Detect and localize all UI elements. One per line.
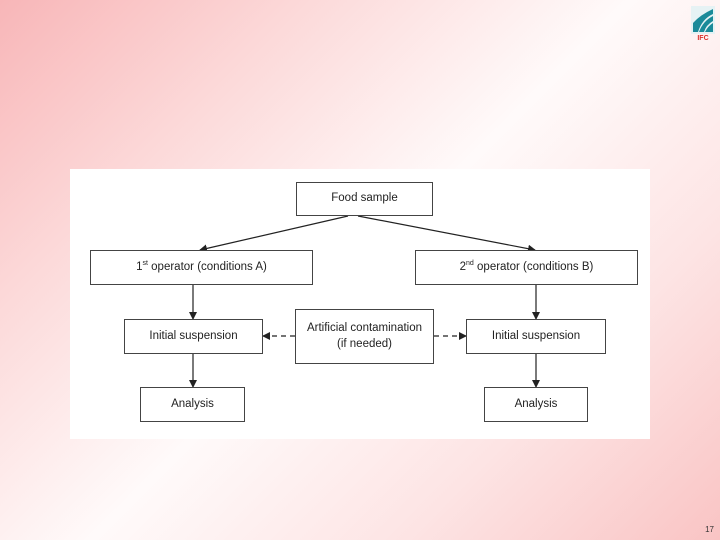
initial-suspension-left-label: Initial suspension (149, 329, 238, 342)
arrow-food-to-operator1 (199, 215, 349, 253)
analysis-left-label: Analysis (171, 397, 214, 410)
contamination-line1: Artificial contamination (306, 321, 423, 334)
initial-suspension-left-box: Initial suspension (124, 319, 263, 354)
flowchart-arrows (189, 215, 540, 388)
initial-suspension-right-box: Initial suspension (466, 319, 606, 354)
operator2-box: 2nd operator (conditions B) (415, 250, 638, 285)
operator1-box: 1st operator (conditions A) (90, 250, 313, 285)
food-sample-label: Food sample (331, 192, 398, 205)
contamination-line2: (if needed) (337, 337, 392, 350)
operator1-label: 1st operator (conditions A) (136, 259, 267, 273)
page-number: 17 (705, 525, 714, 534)
analysis-right-label: Analysis (514, 397, 558, 410)
ifc-logo: IFC (690, 5, 716, 45)
food-sample-box: Food sample (296, 182, 433, 216)
artificial-contamination-box: Artificial contamination (if needed) (295, 309, 434, 364)
analysis-left-box: Analysis (140, 387, 245, 422)
arrow-food-to-operator2 (357, 215, 536, 253)
analysis-right-box: Analysis (484, 387, 588, 422)
flowchart-panel: Food sample 1st operator (conditions A) … (70, 169, 650, 439)
logo-text: IFC (697, 35, 709, 42)
ifc-logo-icon (691, 6, 715, 34)
operator2-label: 2nd operator (conditions B) (459, 259, 594, 273)
initial-suspension-right-label: Initial suspension (491, 329, 581, 342)
